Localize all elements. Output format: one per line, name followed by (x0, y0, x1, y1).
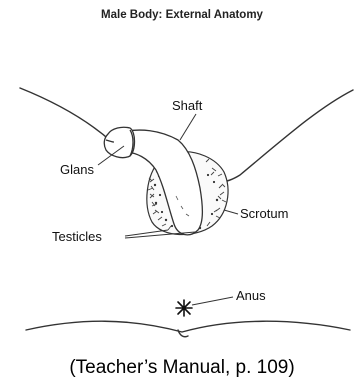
anus-mark (176, 300, 192, 316)
shaft-pointer (180, 114, 196, 140)
left-body-contour (20, 88, 112, 142)
label-testicles: Testicles (52, 229, 102, 244)
scrotum-pointer (224, 210, 238, 214)
anus-pointer (192, 297, 233, 305)
label-shaft: Shaft (172, 98, 202, 113)
label-anus: Anus (236, 288, 266, 303)
glans-shape (104, 127, 134, 157)
source-caption: (Teacher’s Manual, p. 109) (0, 357, 364, 379)
buttocks-contour (26, 321, 350, 332)
label-scrotum: Scrotum (240, 206, 288, 221)
right-body-contour (220, 90, 353, 182)
anatomy-line-drawing (0, 0, 364, 350)
label-glans: Glans (60, 162, 94, 177)
